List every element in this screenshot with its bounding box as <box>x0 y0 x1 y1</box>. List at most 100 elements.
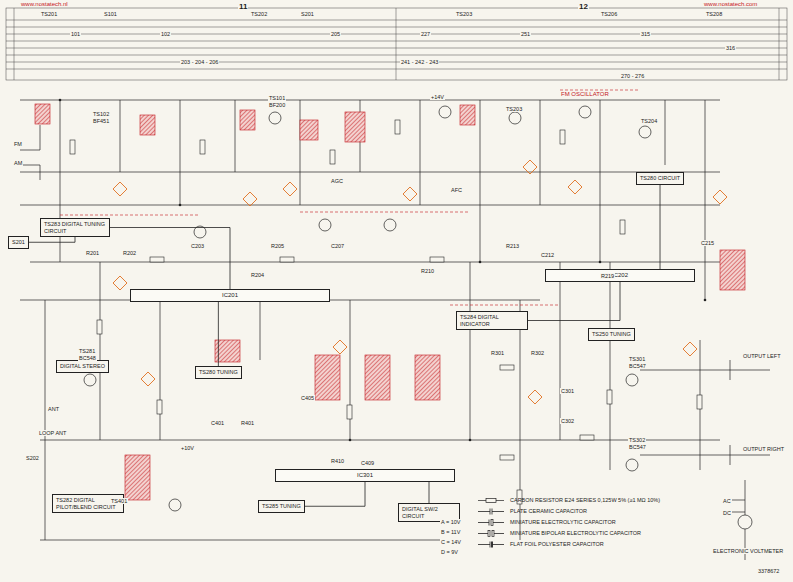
part-label: C207 <box>330 243 345 249</box>
part-label: OUTPUT RIGHT <box>742 446 785 452</box>
circuit-box: TS284 DIGITAL INDICATOR <box>456 311 528 330</box>
part-label: TS208 <box>705 11 723 17</box>
part-label: R204 <box>250 272 265 278</box>
legend-entry: MINIATURE BIPOLAR ELECTROLYTIC CAPACITOR <box>478 530 641 537</box>
part-label: DC <box>722 510 732 516</box>
part-label: TS281 <box>78 348 96 354</box>
part-label: TS201 <box>40 11 58 17</box>
part-label: BF451 <box>92 118 110 124</box>
part-label: 270 - 276 <box>620 73 645 79</box>
legend-entry: MINIATURE ELECTROLYTIC CAPACITOR <box>478 519 616 526</box>
part-label: R201 <box>85 250 100 256</box>
part-label: ELECTRONIC VOLTMETER <box>712 548 784 554</box>
part-label: TS401 <box>110 498 128 504</box>
part-label: S101 <box>103 11 118 17</box>
part-label: BC548 <box>78 355 97 361</box>
box-text: DIGITAL SW/2 CIRCUIT <box>402 506 456 519</box>
part-label: C301 <box>560 388 575 394</box>
box-text: TS250 TUNING <box>592 331 631 338</box>
wire-connector <box>305 482 365 507</box>
part-label: OUTPUT LEFT <box>742 353 782 359</box>
legend-entry: FLAT FOIL POLYESTER CAPACITOR <box>478 541 604 548</box>
part-label: BF200 <box>268 102 286 108</box>
part-label: R213 <box>505 243 520 249</box>
box-text: TS280 TUNING <box>199 369 238 376</box>
part-label: C = 14V <box>440 539 462 545</box>
box-text: TS283 DIGITAL TUNING CIRCUIT <box>44 221 106 234</box>
legend-sample <box>478 541 504 548</box>
circuit-box: TS280 CIRCUIT <box>636 172 684 185</box>
part-label: TS302 <box>628 437 646 443</box>
legend-text: MINIATURE BIPOLAR ELECTROLYTIC CAPACITOR <box>510 530 641 537</box>
part-label: TS204 <box>640 118 658 124</box>
box-text: IC202 <box>549 272 691 279</box>
part-label: C409 <box>360 460 375 466</box>
web-watermark: FM OSCILLATOR <box>560 91 610 97</box>
legend-entry: CARBON RESISTOR E24 SERIES 0,125W 5% (≥1… <box>478 497 660 504</box>
part-label: B = 11V <box>440 529 461 535</box>
part-label: R219 <box>600 273 615 279</box>
box-text: S201 <box>12 239 25 246</box>
circuit-box: TS250 TUNING <box>588 328 635 341</box>
index-table <box>6 8 787 80</box>
part-label: C215 <box>700 240 715 246</box>
legend-entry: PLATE CERAMIC CAPACITOR <box>478 508 587 515</box>
legend-text: CARBON RESISTOR E24 SERIES 0,125W 5% (≥1… <box>510 497 660 504</box>
web-watermark: www.nostatech.nl <box>20 1 69 7</box>
circuit-box: DIGITAL STEREO <box>56 360 109 373</box>
part-label: TS206 <box>600 11 618 17</box>
part-label: TS203 <box>455 11 473 17</box>
wiring <box>20 100 770 560</box>
part-label: TS202 <box>250 11 268 17</box>
part-label: R410 <box>330 458 345 464</box>
wire-connector <box>218 302 219 367</box>
page-number: 12 <box>578 2 589 11</box>
part-label: +14V <box>430 94 445 100</box>
box-text: TS285 TUNING <box>262 503 301 510</box>
part-label: R302 <box>530 350 545 356</box>
web-watermark: www.nostatech.com <box>703 1 758 7</box>
part-label: C212 <box>540 252 555 258</box>
part-label: TS203 <box>505 106 523 112</box>
part-label: AFC <box>450 187 463 193</box>
part-label: R401 <box>240 420 255 426</box>
box-text: IC301 <box>279 472 451 479</box>
part-label: BC547 <box>628 444 647 450</box>
part-label: AC <box>722 498 732 504</box>
part-label: 241 - 242 - 243 <box>400 59 439 65</box>
resistor-symbols <box>70 120 702 504</box>
circuit-box: TS283 DIGITAL TUNING CIRCUIT <box>40 218 110 237</box>
wire-connector <box>528 282 620 321</box>
part-label: R205 <box>270 243 285 249</box>
legend-text: PLATE CERAMIC CAPACITOR <box>510 508 587 515</box>
junction-dots <box>59 99 707 442</box>
part-label: FM <box>13 141 23 147</box>
legend-text: MINIATURE ELECTROLYTIC CAPACITOR <box>510 519 616 526</box>
box-text: DIGITAL STEREO <box>60 363 105 370</box>
part-label: 102 <box>160 31 171 37</box>
legend-sample <box>478 519 504 526</box>
part-label: S201 <box>300 11 315 17</box>
part-label: S202 <box>25 455 40 461</box>
part-label: TS101 <box>268 95 286 101</box>
ic-box: IC201 <box>130 289 330 302</box>
part-label: C203 <box>190 243 205 249</box>
wire-connector <box>29 237 75 242</box>
part-label: A = 10V <box>440 519 461 525</box>
wire-connector <box>110 228 230 290</box>
part-label: R301 <box>490 350 505 356</box>
ic-box: IC202 <box>545 269 695 282</box>
part-label: 251 <box>520 31 531 37</box>
part-label: BC547 <box>628 363 647 369</box>
ic-box: IC301 <box>275 469 455 482</box>
part-label: TS301 <box>628 356 646 362</box>
part-label: 101 <box>70 31 81 37</box>
legend-sample <box>478 508 504 515</box>
circuit-box: S201 <box>8 236 29 249</box>
coil-symbols <box>35 104 745 500</box>
part-label: R202 <box>122 250 137 256</box>
part-label: AGC <box>330 178 344 184</box>
box-text: TS280 CIRCUIT <box>640 175 680 182</box>
part-label: AM <box>13 160 23 166</box>
